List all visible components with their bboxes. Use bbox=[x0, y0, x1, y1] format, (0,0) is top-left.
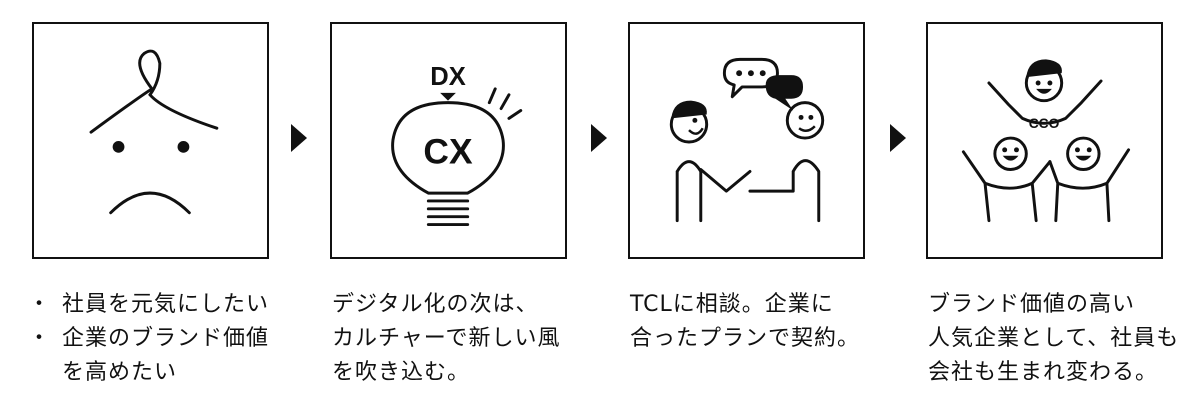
step-4-panel: CCO bbox=[926, 22, 1163, 259]
step-3-caption: TCLに相談。企業に 合ったプランで契約。 bbox=[630, 288, 880, 356]
cco-label: CCO bbox=[1029, 116, 1060, 131]
step-2-panel: DX CX bbox=[330, 22, 567, 259]
caption-line: 会社も生まれ変わる。 bbox=[928, 360, 1159, 385]
step-4-caption: ブランド価値の高い 人気企業として、社員も 会社も生まれ変わる。 bbox=[928, 288, 1178, 390]
arrow-right-icon bbox=[291, 124, 307, 152]
caption-line: 社員を元気にしたい bbox=[62, 292, 270, 317]
lightbulb-dx-cx-icon: DX CX bbox=[391, 63, 523, 227]
caption-line: 合ったプランで契約。 bbox=[630, 326, 861, 351]
step-2-caption: デジタル化の次は、 カルチャーで新しい風 を吹き込む。 bbox=[332, 288, 582, 390]
step-1-caption: 社員を元気にしたい 企業のブランド価値 を高めたい bbox=[28, 288, 282, 390]
caption-line: を吹き込む。 bbox=[332, 360, 471, 385]
worried-face-icon bbox=[89, 49, 219, 215]
caption-line: カルチャーで新しい風 bbox=[332, 326, 561, 351]
step-3-panel bbox=[628, 22, 865, 259]
caption-line: TCLに相談。企業に bbox=[630, 292, 834, 317]
arrow-right-icon bbox=[890, 124, 906, 152]
cx-label: CX bbox=[423, 133, 473, 172]
caption-line: 企業のブランド価値 bbox=[62, 326, 270, 351]
caption-bullet: 社員を元気にしたい bbox=[28, 288, 282, 322]
caption-line: デジタル化の次は、 bbox=[332, 292, 539, 317]
arrow-right-icon bbox=[591, 124, 607, 152]
caption-bullet: 企業のブランド価値 を高めたい bbox=[28, 322, 282, 390]
dx-label: DX bbox=[430, 63, 466, 91]
caption-line: を高めたい bbox=[62, 360, 178, 385]
happy-employees-cco-icon: CCO bbox=[961, 59, 1131, 223]
caption-line: ブランド価値の高い bbox=[928, 292, 1136, 317]
step-1-panel bbox=[32, 22, 269, 259]
caption-line: 人気企業として、社員も bbox=[928, 326, 1180, 351]
consultation-icon bbox=[669, 57, 825, 223]
